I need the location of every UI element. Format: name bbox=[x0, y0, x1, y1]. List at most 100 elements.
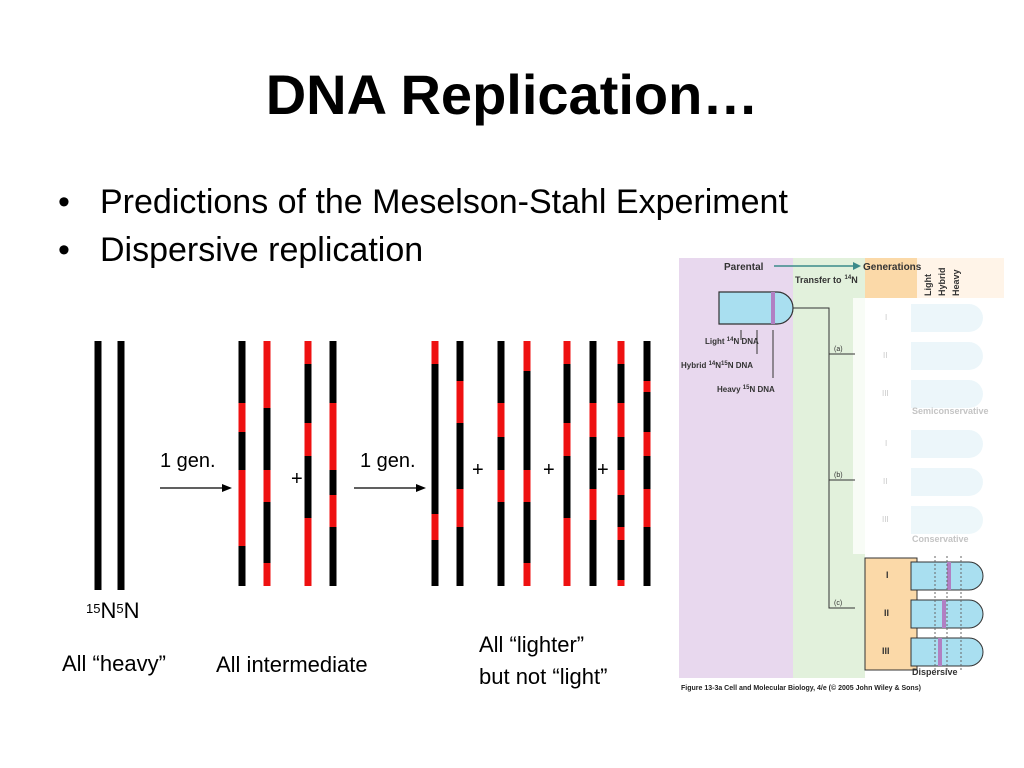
path-c-label: (c) bbox=[834, 600, 842, 607]
old-strand-segment bbox=[617, 437, 625, 470]
dna-strand bbox=[329, 341, 337, 586]
dna-strand bbox=[117, 341, 125, 590]
old-strand-segment bbox=[117, 341, 125, 590]
dna-strand bbox=[497, 341, 505, 586]
bullet-item-2: •Dispersive replication bbox=[58, 230, 423, 270]
col-hybrid-label: Hybrid bbox=[937, 267, 947, 296]
parental-arrowhead bbox=[853, 262, 861, 270]
new-strand-segment bbox=[589, 403, 597, 437]
density-header-box bbox=[917, 258, 1004, 298]
old-strand-segment bbox=[523, 502, 531, 563]
dna-strand bbox=[238, 341, 246, 586]
new-strand-segment bbox=[304, 341, 312, 364]
caption-intermediate: All intermediate bbox=[216, 652, 368, 677]
generations-label: Generations bbox=[863, 262, 922, 273]
arrow-2-head bbox=[416, 484, 426, 492]
dna-strand bbox=[617, 341, 625, 586]
new-strand-segment bbox=[523, 341, 531, 371]
new-strand-segment bbox=[238, 403, 246, 432]
svg-text:II: II bbox=[884, 608, 889, 618]
old-strand-segment bbox=[643, 456, 651, 489]
strand-group bbox=[94, 341, 651, 590]
svg-text:II: II bbox=[883, 477, 887, 486]
new-strand-segment bbox=[456, 381, 464, 423]
bullet-dot: • bbox=[58, 183, 70, 221]
plus-sign-4: + bbox=[597, 459, 609, 481]
new-strand-segment bbox=[263, 341, 271, 408]
old-strand-segment bbox=[563, 364, 571, 423]
dispersive-band-2 bbox=[942, 600, 946, 628]
parental-band bbox=[771, 292, 775, 324]
new-strand-segment bbox=[456, 489, 464, 527]
svg-text:II: II bbox=[883, 351, 887, 360]
caption-lighter-line2: but not “light” bbox=[479, 664, 608, 689]
isotope-label: 15N5N bbox=[86, 598, 139, 624]
old-strand-segment bbox=[238, 432, 246, 470]
old-strand-segment bbox=[643, 527, 651, 586]
svg-text:I: I bbox=[885, 313, 887, 322]
svg-text:I: I bbox=[886, 570, 889, 580]
old-strand-segment bbox=[617, 364, 625, 403]
svg-text:III: III bbox=[882, 389, 889, 398]
old-strand-segment bbox=[523, 371, 531, 470]
faded-tube bbox=[911, 468, 983, 496]
old-strand-segment bbox=[94, 341, 102, 590]
new-strand-segment bbox=[304, 423, 312, 456]
faded-tube bbox=[911, 304, 983, 332]
dna-strand bbox=[643, 341, 651, 586]
strand-svg bbox=[94, 341, 651, 590]
bullet-text: Predictions of the Meselson-Stahl Experi… bbox=[100, 183, 788, 221]
conservative-label: Conservative bbox=[912, 534, 969, 544]
new-strand-segment bbox=[563, 518, 571, 586]
old-strand-segment bbox=[643, 392, 651, 432]
old-strand-segment bbox=[456, 423, 464, 489]
plus-sign-1: + bbox=[291, 468, 303, 490]
caption-lighter-line1: All “lighter” bbox=[479, 632, 585, 657]
hybrid-dna-label: Hybrid 14N15N DNA bbox=[681, 361, 753, 370]
slide-title: DNA Replication… bbox=[265, 63, 759, 126]
arrow-2-label: 1 gen. bbox=[360, 450, 416, 472]
parental-label: Parental bbox=[724, 262, 764, 273]
old-strand-segment bbox=[589, 520, 597, 586]
col-light-label: Light bbox=[923, 274, 933, 296]
bullet-text: Dispersive replication bbox=[100, 231, 424, 269]
dna-strand bbox=[589, 341, 597, 586]
new-strand-segment bbox=[263, 563, 271, 586]
semiconservative-label: Semiconservative bbox=[912, 406, 989, 416]
svg-text:III: III bbox=[882, 646, 890, 656]
dispersive-roman-numerals: I II III bbox=[882, 570, 890, 656]
new-strand-segment bbox=[497, 403, 505, 437]
dna-strand bbox=[94, 341, 102, 590]
isotope-b-mass: 5 bbox=[116, 601, 124, 616]
old-strand-segment bbox=[263, 502, 271, 563]
caption-heavy: All “heavy” bbox=[62, 651, 166, 676]
new-strand-segment bbox=[563, 341, 571, 364]
old-strand-segment bbox=[263, 408, 271, 470]
new-strand-segment bbox=[523, 470, 531, 502]
strand-diagram bbox=[94, 341, 651, 590]
path-b-label: (b) bbox=[834, 472, 843, 479]
dispersive-generation-box bbox=[864, 557, 918, 671]
dna-strand bbox=[263, 341, 271, 586]
svg-text:III: III bbox=[882, 515, 889, 524]
new-strand-segment bbox=[329, 403, 337, 470]
faded-tubes bbox=[911, 304, 983, 534]
dna-strand bbox=[523, 341, 531, 586]
dispersive-band-1 bbox=[947, 562, 951, 590]
parental-tube bbox=[718, 291, 794, 325]
new-strand-segment bbox=[617, 403, 625, 437]
faded-tube bbox=[911, 380, 983, 408]
new-strand-segment bbox=[643, 432, 651, 456]
old-strand-segment bbox=[304, 456, 312, 518]
dna-strand bbox=[431, 341, 439, 586]
svg-text:I: I bbox=[885, 439, 887, 448]
old-strand-segment bbox=[456, 527, 464, 586]
parental-panel bbox=[679, 258, 793, 678]
path-a-label: (a) bbox=[834, 346, 843, 353]
dispersive-band-3 bbox=[938, 638, 942, 666]
isotope-a-symbol: N bbox=[100, 598, 117, 623]
old-strand-segment bbox=[456, 341, 464, 381]
old-strand-segment bbox=[497, 437, 505, 470]
